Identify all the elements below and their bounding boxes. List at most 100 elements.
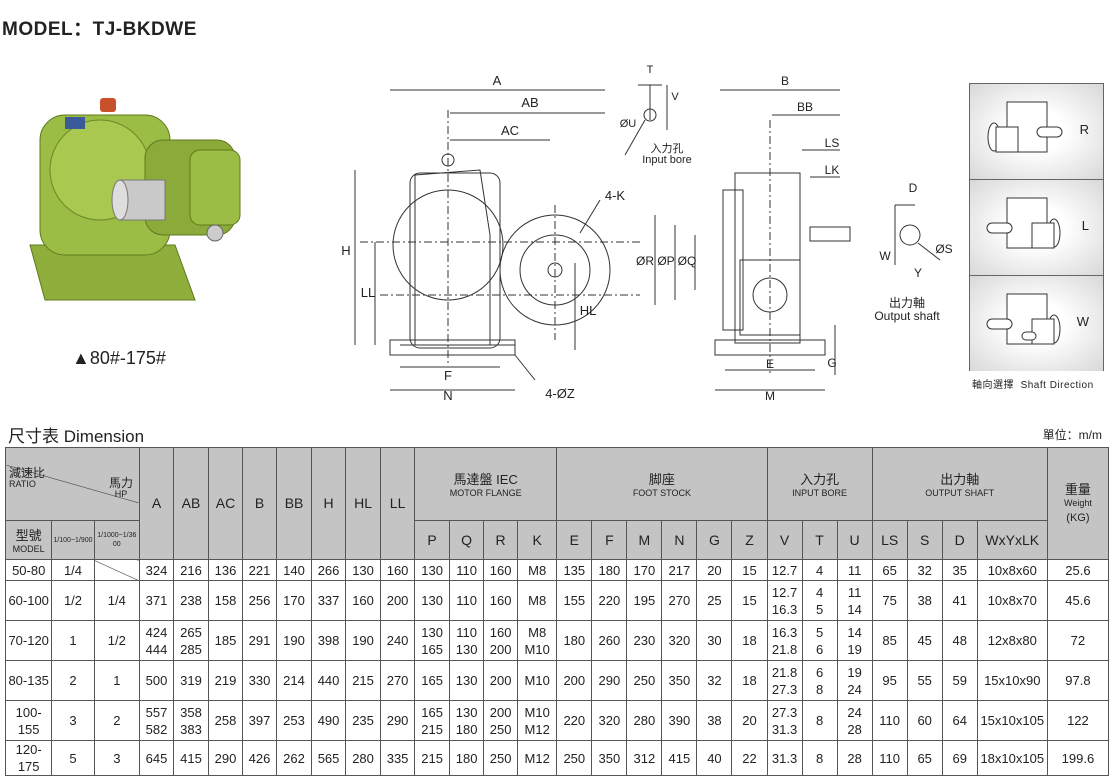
table-cell: 280 bbox=[626, 700, 663, 741]
col-header-a: A bbox=[138, 447, 174, 560]
table-cell: 10x8x70 bbox=[976, 580, 1048, 621]
table-cell: 200 bbox=[483, 660, 519, 701]
table-cell: 12.7 bbox=[766, 559, 803, 581]
table-cell: 200 bbox=[380, 580, 416, 621]
weight-unit: (KG) bbox=[1066, 511, 1090, 524]
table-cell: M8 bbox=[517, 559, 558, 581]
table-cell bbox=[93, 559, 140, 581]
table-cell: 31.3 bbox=[766, 740, 803, 776]
table-cell: 135 bbox=[556, 559, 593, 581]
table-cell: 250 bbox=[556, 740, 593, 776]
input-bore-cn: 入力孔 bbox=[651, 142, 684, 155]
front-view bbox=[354, 89, 640, 391]
table-cell: 85 bbox=[871, 620, 908, 661]
table-cell: 424 444 bbox=[138, 620, 174, 661]
table-cell: 11 14 bbox=[836, 580, 873, 621]
ratio-cn: 減速比 bbox=[9, 466, 46, 480]
table-cell: 216 bbox=[172, 559, 210, 581]
table-cell: 221 bbox=[242, 559, 278, 581]
table-cell: 265 285 bbox=[172, 620, 210, 661]
group-en: INPUT BORE bbox=[792, 487, 847, 498]
shaft-direction-l: L bbox=[970, 180, 1103, 276]
table-cell: 18 bbox=[731, 660, 768, 701]
table-cell: 217 bbox=[661, 559, 698, 581]
table-cell: M10 bbox=[517, 660, 558, 701]
table-cell: 256 bbox=[242, 580, 278, 621]
table-cell: 390 bbox=[661, 700, 698, 741]
table-cell: 324 bbox=[138, 559, 174, 581]
table-cell: 253 bbox=[276, 700, 313, 741]
table-cell: 160 200 bbox=[483, 620, 519, 661]
table-cell: 415 bbox=[172, 740, 210, 776]
col-header-n: N bbox=[661, 520, 698, 560]
col-header-b: B bbox=[242, 447, 278, 560]
dim-N: N bbox=[443, 388, 452, 403]
dim-E: E bbox=[766, 357, 774, 371]
table-cell: 238 bbox=[172, 580, 210, 621]
model-cn: 型號 bbox=[15, 527, 42, 543]
dim-T: T bbox=[647, 64, 654, 76]
table-cell: 358 383 bbox=[172, 700, 210, 741]
table-cell: 250 bbox=[626, 660, 663, 701]
table-cell: M8 bbox=[517, 580, 558, 621]
table-cell: 110 bbox=[449, 559, 485, 581]
table-cell: 280 bbox=[345, 740, 382, 776]
table-cell: 110 bbox=[871, 700, 908, 741]
product-range: ▲80#-175# bbox=[72, 348, 166, 368]
table-cell: 15 bbox=[731, 580, 768, 621]
dim-G: G bbox=[827, 356, 836, 370]
table-cell: 350 bbox=[591, 740, 628, 776]
table-cell: 266 bbox=[311, 559, 347, 581]
table-cell: 6 8 bbox=[801, 660, 838, 701]
col-header-k: K bbox=[517, 520, 558, 560]
shaft-direction-r: R bbox=[970, 84, 1103, 180]
table-cell: 38 bbox=[906, 580, 943, 621]
table-cell: 65 bbox=[906, 740, 943, 776]
page-title: MODEL：TJ-BKDWE bbox=[2, 19, 197, 40]
table-cell: M8 M10 bbox=[517, 620, 558, 661]
col-header-p: P bbox=[414, 520, 451, 560]
group-en: FOOT STOCK bbox=[632, 487, 691, 498]
shaft-direction-w: W bbox=[970, 276, 1103, 371]
table-cell: 97.8 bbox=[1046, 660, 1110, 701]
table-cell: 200 250 bbox=[483, 700, 519, 741]
table-cell: 38 bbox=[696, 700, 733, 741]
table-cell: 258 bbox=[208, 700, 244, 741]
table-cell: 32 bbox=[696, 660, 733, 701]
table-cell: 350 bbox=[661, 660, 698, 701]
table-cell: 170 bbox=[276, 580, 313, 621]
input-bore-en: Input bore bbox=[642, 154, 692, 166]
model-cell: 100-155 bbox=[4, 700, 53, 741]
dim-K: 4-K bbox=[605, 188, 626, 203]
table-cell: 262 bbox=[276, 740, 313, 776]
table-cell: 15 bbox=[731, 559, 768, 581]
table-cell: 35 bbox=[941, 559, 978, 581]
col-header-v: V bbox=[766, 520, 803, 560]
table-cell: 12x8x80 bbox=[976, 620, 1048, 661]
table-cell: 170 bbox=[626, 559, 663, 581]
table-cell: 1/4 bbox=[93, 580, 140, 621]
dim-AC: AC bbox=[501, 123, 519, 138]
model-cell: 70-120 bbox=[4, 620, 53, 661]
table-cell: 5 bbox=[51, 740, 95, 776]
table-cell: 371 bbox=[138, 580, 174, 621]
table-cell: 240 bbox=[380, 620, 416, 661]
table-cell: 337 bbox=[311, 580, 347, 621]
dim-Z: 4-ØZ bbox=[545, 386, 575, 401]
table-cell: 290 bbox=[380, 700, 416, 741]
table-cell: 4 bbox=[801, 559, 838, 581]
table-cell: 130 bbox=[414, 559, 451, 581]
hp-cn: 馬力 bbox=[108, 476, 133, 490]
weight-cn: 重量 bbox=[1064, 481, 1091, 497]
table-cell: 220 bbox=[556, 700, 593, 741]
table-cell: 190 bbox=[345, 620, 382, 661]
dim-BB: BB bbox=[797, 100, 813, 114]
table-cell: 1/4 bbox=[51, 559, 95, 581]
table-cell: 8 bbox=[801, 700, 838, 741]
